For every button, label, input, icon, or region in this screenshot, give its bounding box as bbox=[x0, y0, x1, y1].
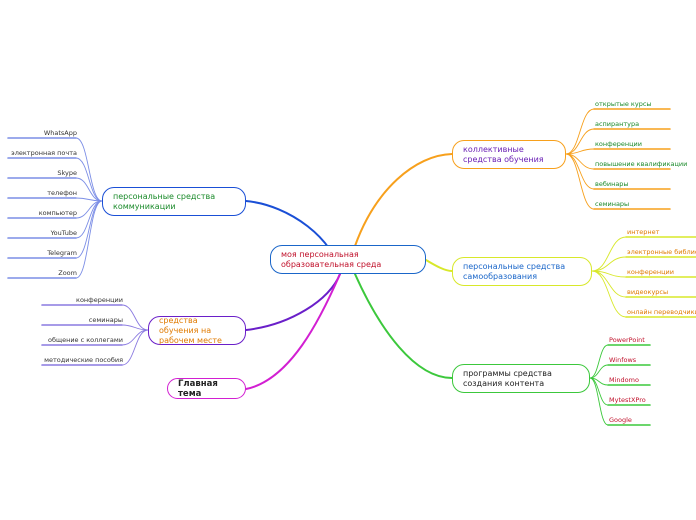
leaf-collective[interactable]: открытые курсы bbox=[595, 100, 652, 108]
branch-workplace-node[interactable]: средства обучения на рабочем месте bbox=[148, 316, 246, 345]
leaf-collective[interactable]: конференции bbox=[595, 140, 642, 148]
branch-communication-label: персональные средства коммуникации bbox=[113, 191, 216, 211]
leaf-self-education[interactable]: онлайн переводчики bbox=[627, 308, 696, 316]
leaf-connector bbox=[75, 177, 103, 202]
leaf-collective[interactable]: повышение квалификации bbox=[595, 160, 688, 168]
leaf-connector bbox=[591, 236, 627, 272]
leaf-communication[interactable]: YouTube bbox=[50, 229, 77, 237]
leaf-workplace[interactable]: общение с коллегами bbox=[47, 336, 123, 344]
leaf-workplace[interactable]: конференции bbox=[76, 296, 123, 304]
leaf-content[interactable]: MytestXPro bbox=[609, 396, 646, 404]
branch-self-education-node[interactable]: персональные средства самообразования bbox=[452, 257, 592, 286]
leaf-connector bbox=[589, 377, 609, 426]
connector-self-education bbox=[425, 259, 453, 272]
branch-content-label: программы средства создания контента bbox=[463, 368, 552, 388]
main-topic-node[interactable]: Главная тема bbox=[167, 378, 246, 399]
branch-collective-node[interactable]: коллективные средства обучения bbox=[452, 140, 566, 169]
leaf-communication[interactable]: Telegram bbox=[47, 249, 77, 257]
leaf-self-education[interactable]: конференции bbox=[627, 268, 674, 276]
leaf-connector bbox=[565, 128, 595, 155]
leaf-connector bbox=[589, 364, 609, 379]
leaf-self-education[interactable]: интернет bbox=[627, 228, 660, 236]
leaf-workplace[interactable]: семинары bbox=[88, 316, 123, 324]
leaf-collective[interactable]: семинары bbox=[595, 200, 630, 208]
leaf-self-education[interactable]: видеокурсы bbox=[627, 288, 669, 296]
leaf-connector bbox=[121, 304, 149, 331]
leaf-collective[interactable]: вебинары bbox=[595, 180, 629, 188]
leaf-connector bbox=[75, 137, 103, 202]
main-topic-label: Главная тема bbox=[178, 378, 218, 399]
branch-communication-node[interactable]: персональные средства коммуникации bbox=[102, 187, 246, 216]
leaf-connector bbox=[591, 256, 627, 272]
leaf-communication[interactable]: WhatsApp bbox=[43, 129, 77, 137]
leaf-connector bbox=[565, 153, 595, 210]
central-topic-label: моя персональная образовательная среда bbox=[281, 249, 382, 269]
leaf-content[interactable]: Google bbox=[609, 416, 632, 424]
leaf-collective[interactable]: аспирантура bbox=[595, 120, 640, 128]
connector-workplace bbox=[245, 273, 341, 331]
leaf-connector bbox=[565, 153, 595, 190]
branch-self-education-label: персональные средства самообразования bbox=[463, 261, 566, 281]
connector-main-topic bbox=[245, 273, 341, 390]
leaf-content[interactable]: Winfows bbox=[609, 356, 637, 364]
leaf-connector bbox=[591, 270, 627, 318]
leaf-connector bbox=[75, 157, 103, 202]
branch-workplace-label: средства обучения на рабочем месте bbox=[159, 315, 222, 345]
leaf-connector bbox=[75, 200, 103, 239]
leaf-self-education[interactable]: электронные библиотеки bbox=[627, 248, 696, 256]
leaf-connector bbox=[121, 329, 149, 346]
branch-collective-label: коллективные средства обучения bbox=[463, 144, 544, 164]
central-topic-node[interactable]: моя персональная образовательная среда bbox=[270, 245, 426, 274]
leaf-communication[interactable]: Zoom bbox=[58, 269, 77, 277]
connector-collective bbox=[354, 153, 453, 247]
leaf-content[interactable]: PowerPoint bbox=[609, 336, 645, 344]
connector-content bbox=[354, 273, 453, 379]
branch-content-node[interactable]: программы средства создания контента bbox=[452, 364, 590, 393]
leaf-communication[interactable]: телефон bbox=[47, 189, 77, 197]
leaf-connector bbox=[75, 200, 103, 279]
leaf-workplace[interactable]: методические пособия bbox=[44, 356, 123, 364]
leaf-connector bbox=[121, 329, 149, 366]
leaf-content[interactable]: Mindomo bbox=[609, 376, 639, 384]
leaf-communication[interactable]: компьютер bbox=[38, 209, 77, 217]
leaf-communication[interactable]: электронная почта bbox=[11, 149, 77, 157]
leaf-connector bbox=[565, 108, 595, 155]
leaf-communication[interactable]: Skype bbox=[57, 169, 77, 177]
leaf-connector bbox=[589, 344, 609, 379]
